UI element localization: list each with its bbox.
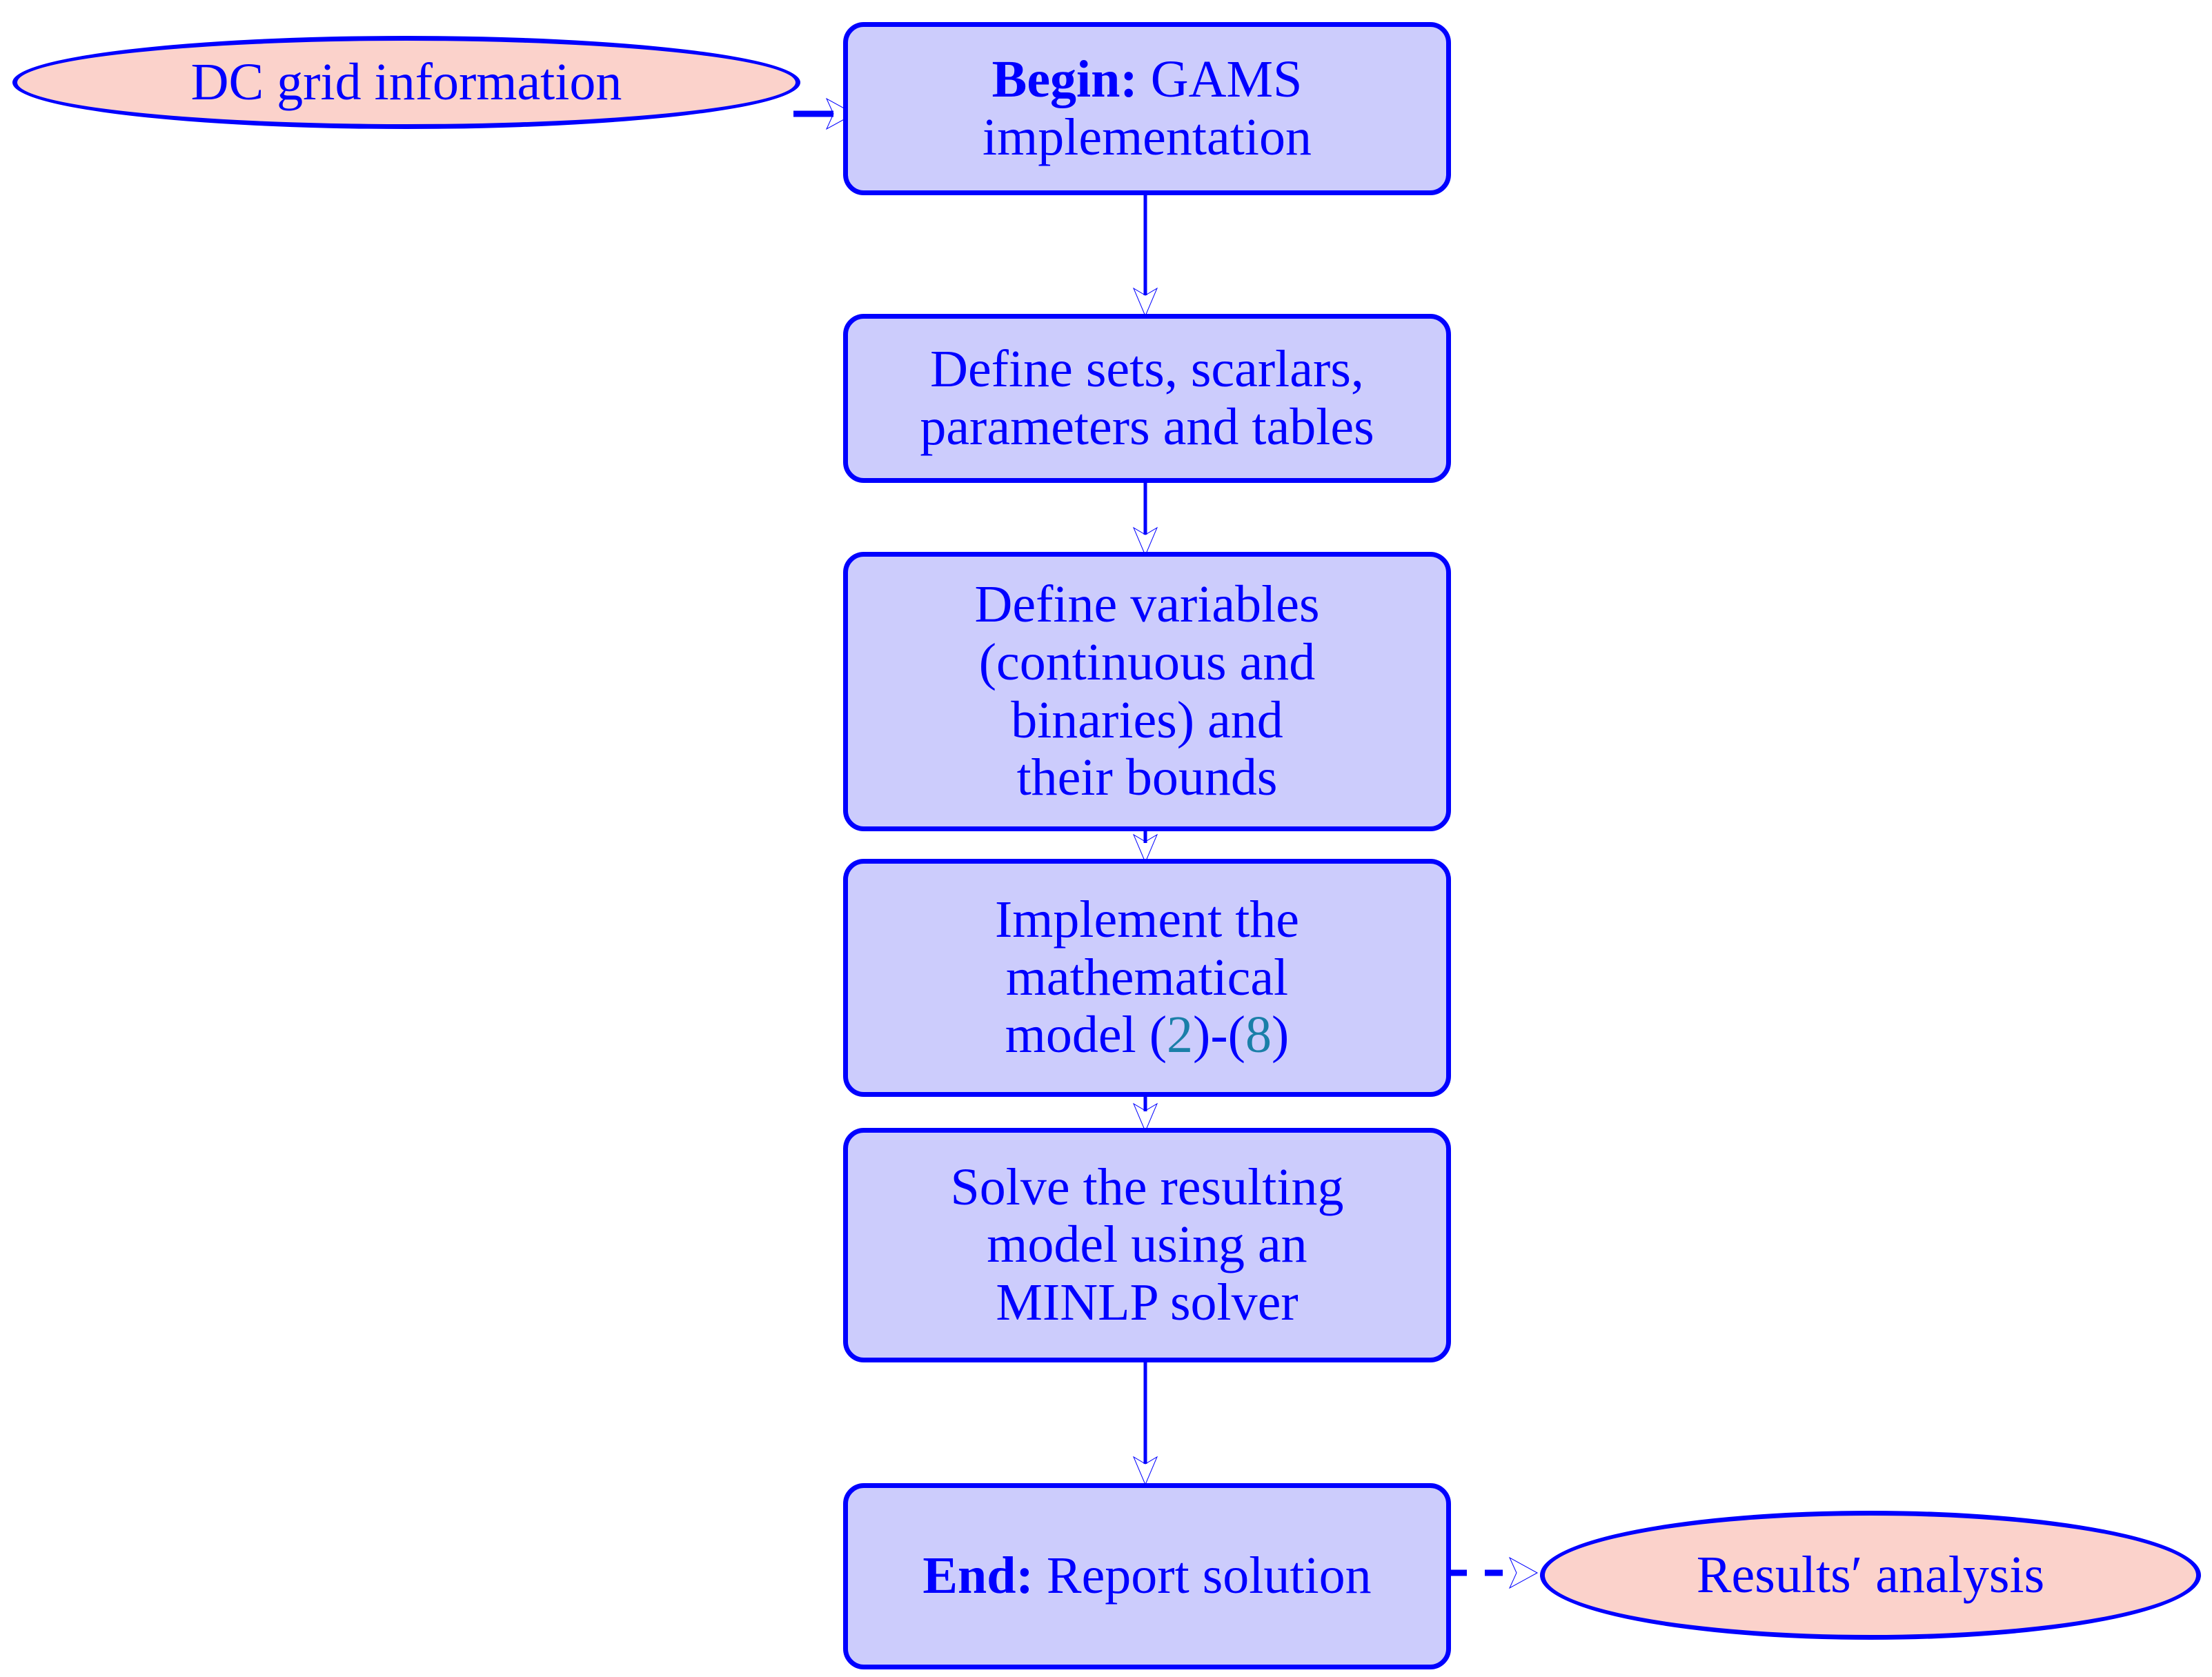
- equation-reference-last[interactable]: 8: [1245, 1006, 1272, 1064]
- node-dc-grid-information[interactable]: DC grid information: [12, 36, 800, 129]
- define-variables-line4: their bounds: [1016, 748, 1278, 807]
- implement-model-line3-suffix: ): [1271, 1006, 1290, 1064]
- end-keyword: End:: [922, 1547, 1034, 1605]
- node-end-report-solution[interactable]: End: Report solution: [843, 1483, 1451, 1669]
- results-analysis-label: Results′ analysis: [1696, 1545, 2045, 1604]
- define-sets-label: Define sets, scarlars, parameters and ta…: [860, 339, 1434, 456]
- node-implement-model[interactable]: Implement the mathematical model (2)-(8): [843, 859, 1451, 1097]
- implement-model-line1: Implement the: [994, 891, 1300, 949]
- define-variables-label: Define variables (continuous and binarie…: [860, 576, 1434, 806]
- begin-label: Begin: GAMS implementation: [860, 50, 1434, 166]
- solve-model-label: Solve the resulting model using an MINLP…: [860, 1158, 1434, 1332]
- dc-grid-information-label: DC grid information: [190, 52, 622, 111]
- edge-sets-to-variables: [1132, 481, 1158, 557]
- edge-variables-to-model: [1132, 829, 1158, 864]
- edge-model-to-solve: [1132, 1095, 1158, 1133]
- begin-keyword: Begin:: [991, 50, 1138, 108]
- begin-line2: implementation: [982, 108, 1312, 166]
- define-variables-line1: Define variables: [974, 575, 1320, 634]
- node-begin-gams-implementation[interactable]: Begin: GAMS implementation: [843, 22, 1451, 195]
- edge-solve-to-end: [1132, 1360, 1158, 1486]
- end-rest: Report solution: [1033, 1547, 1372, 1605]
- edge-end-to-results: [1449, 1556, 1539, 1589]
- node-results-analysis[interactable]: Results′ analysis: [1540, 1511, 2201, 1640]
- equation-reference-first[interactable]: 2: [1167, 1006, 1194, 1064]
- begin-line1-rest: GAMS: [1137, 50, 1303, 108]
- implement-model-label: Implement the mathematical model (2)-(8): [860, 891, 1434, 1064]
- edge-input-to-begin: [793, 97, 856, 130]
- solve-model-line2: model using an: [987, 1215, 1307, 1274]
- define-variables-line3: binaries) and: [1011, 691, 1283, 749]
- end-label: End: Report solution: [860, 1547, 1434, 1605]
- define-sets-line1: Define sets, scarlars,: [930, 339, 1364, 398]
- define-sets-line2: parameters and tables: [920, 397, 1374, 456]
- implement-model-line3-mid: )-(: [1193, 1006, 1245, 1064]
- edge-begin-to-define-sets: [1132, 193, 1158, 317]
- solve-model-line1: Solve the resulting: [950, 1158, 1344, 1216]
- solve-model-line3: MINLP solver: [996, 1273, 1298, 1331]
- node-define-variables[interactable]: Define variables (continuous and binarie…: [843, 552, 1451, 831]
- implement-model-line3-prefix: model (: [1005, 1006, 1167, 1064]
- node-solve-model[interactable]: Solve the resulting model using an MINLP…: [843, 1128, 1451, 1362]
- define-variables-line2: (continuous and: [978, 633, 1316, 691]
- node-define-sets[interactable]: Define sets, scarlars, parameters and ta…: [843, 314, 1451, 483]
- implement-model-line2: mathematical: [1005, 948, 1289, 1006]
